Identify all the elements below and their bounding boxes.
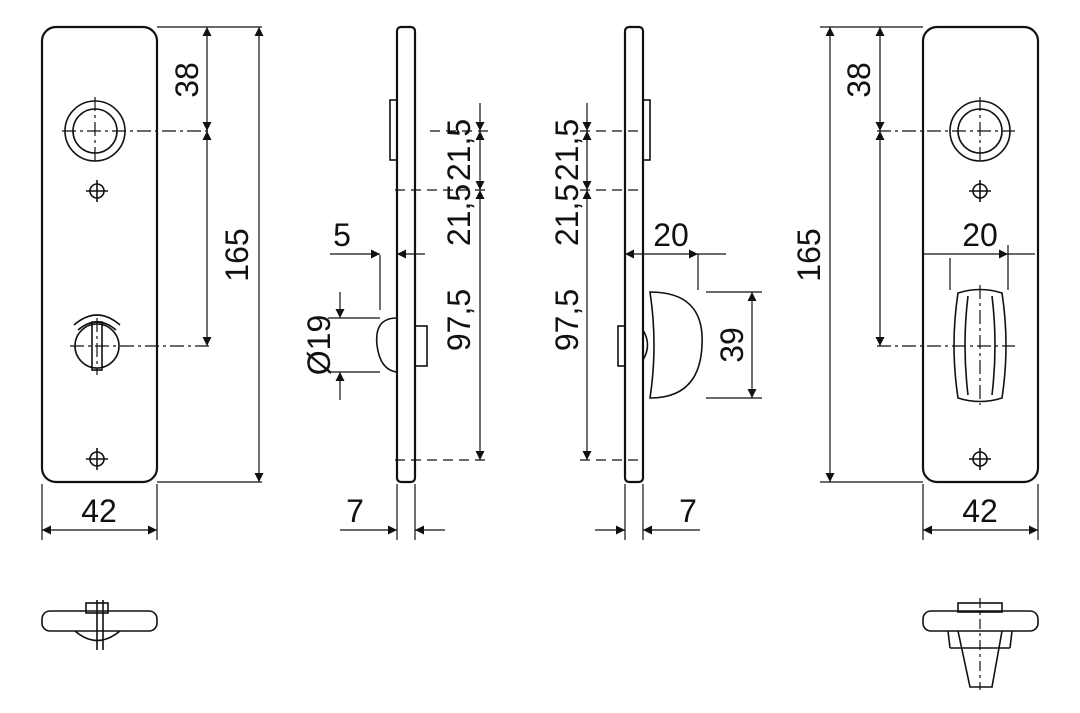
dim-thickness-right: 7 bbox=[679, 493, 697, 529]
dim-diameter-left: Ø19 bbox=[301, 315, 337, 375]
dim-top-left: 38 bbox=[169, 62, 205, 98]
side-view-left: 5 21,5 21,5 97,5 Ø19 7 bbox=[301, 25, 490, 540]
dim-knob-right: 20 bbox=[962, 217, 998, 253]
dim-projection-right: 20 bbox=[653, 217, 689, 253]
front-view-right: 38 165 20 42 bbox=[791, 25, 1040, 540]
dim-center-side-left: 97,5 bbox=[441, 289, 477, 351]
screw-hole-top-left bbox=[86, 180, 108, 202]
emergency-release-left bbox=[70, 314, 210, 375]
thumb-turn-front-right bbox=[877, 285, 1015, 405]
side-view-right: 21,5 21,5 97,5 20 39 7 bbox=[549, 25, 762, 540]
cylinder-hole-right bbox=[877, 97, 1015, 165]
dim-width-left: 42 bbox=[81, 493, 117, 529]
screw-hole-top-right bbox=[969, 180, 991, 202]
dim-bottom-side-left: 21,5 bbox=[441, 184, 477, 246]
dim-top-right: 38 bbox=[841, 62, 877, 98]
dim-width-right: 42 bbox=[962, 493, 998, 529]
dim-center-side-right: 97,5 bbox=[549, 289, 585, 351]
release-knob-profile-left bbox=[375, 317, 398, 373]
screw-hole-bottom-left bbox=[86, 448, 108, 470]
top-view-right bbox=[922, 598, 1039, 690]
top-view-left bbox=[41, 600, 158, 650]
dim-center-right: 165 bbox=[791, 228, 827, 281]
dim-top-side-right: 21,5 bbox=[549, 119, 585, 181]
dim-top-side-left: 21,5 bbox=[441, 119, 477, 181]
dim-height-right: 39 bbox=[714, 327, 750, 363]
dim-bottom-side-right: 21,5 bbox=[549, 184, 585, 246]
front-view-left: 38 165 42 bbox=[40, 25, 264, 540]
dim-center-left: 165 bbox=[219, 228, 255, 281]
thumb-turn-profile-right bbox=[649, 291, 703, 399]
screw-hole-bottom-right bbox=[969, 448, 991, 470]
dim-thickness-left: 7 bbox=[346, 493, 364, 529]
dim-offset-left: 5 bbox=[333, 217, 351, 253]
escutcheon-plate-left bbox=[40, 25, 159, 484]
cylinder-hole-left bbox=[62, 97, 210, 165]
